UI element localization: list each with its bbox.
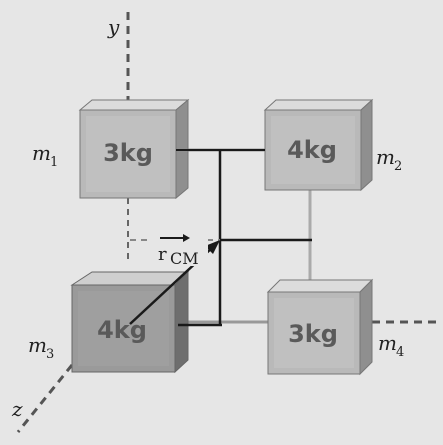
cm-label-box [150,236,208,266]
z-axis-label: z [11,397,23,421]
m1-symbol: m [32,141,51,165]
cube-m4 [266,278,374,376]
mass-value-m4: 3kg [288,320,338,348]
mass-value-m2: 4kg [287,136,337,164]
mass-value-m3: 4kg [97,316,147,344]
label-m4: m 4 [378,331,404,360]
m1-index: 1 [50,155,58,170]
label-m2: m 2 [376,145,402,174]
m3-symbol: m [28,333,47,357]
z-axis [16,364,74,433]
m3-index: 3 [46,347,54,362]
label-m1: m 1 [32,141,58,170]
m2-index: 2 [394,159,402,174]
label-m3: m 3 [28,333,54,362]
cube-m2 [263,98,374,192]
mass-value-m1: 3kg [103,139,153,167]
cm-subscript: CM [170,249,199,268]
m4-index: 4 [396,345,404,360]
cm-symbol: r [158,244,167,265]
cm-arrowhead [205,240,220,254]
m4-symbol: m [378,331,397,355]
y-axis-label: y [107,15,120,39]
cube-m1 [78,98,190,200]
m2-symbol: m [376,145,395,169]
cm-vector-bar-head [183,234,190,242]
